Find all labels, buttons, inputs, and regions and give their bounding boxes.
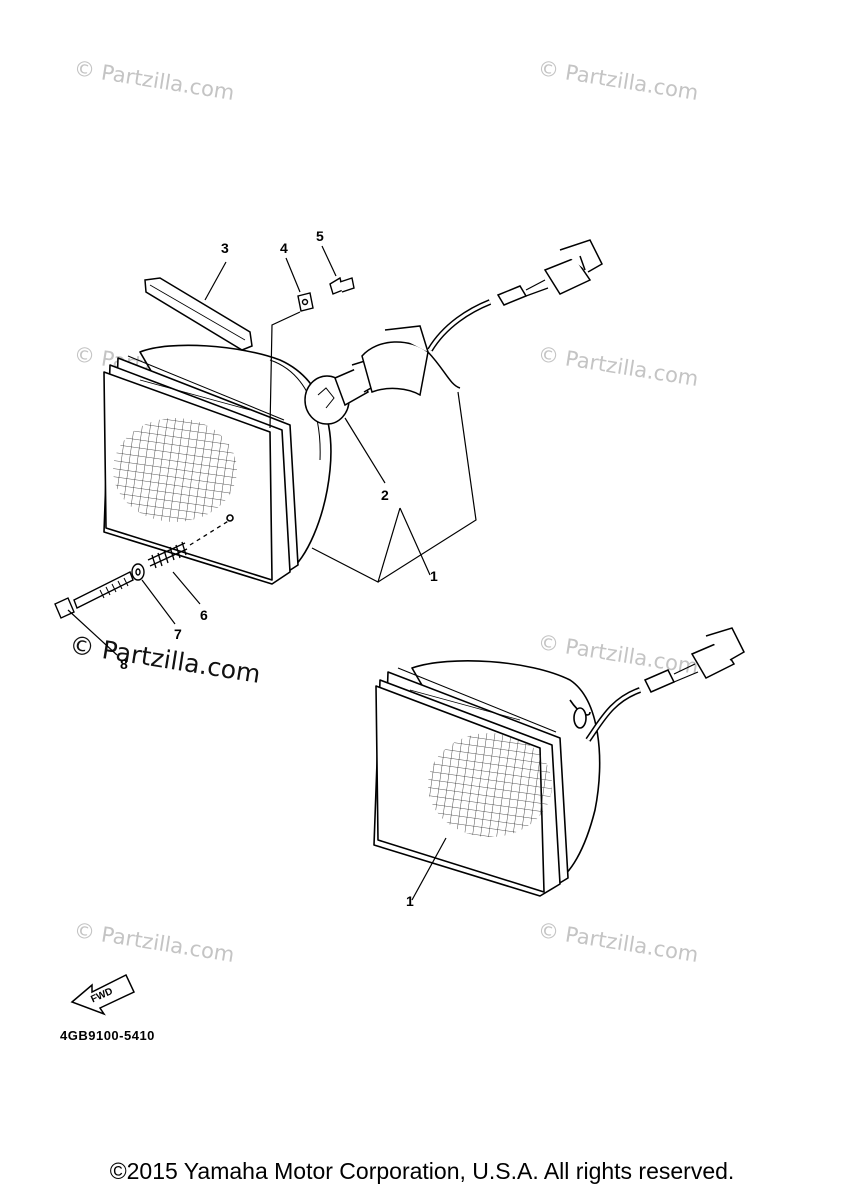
part-7-washer — [131, 563, 145, 581]
callout-2: 2 — [381, 487, 389, 503]
lens-mesh-upper — [113, 418, 237, 522]
leader-lines-upper — [67, 245, 477, 656]
callout-7: 7 — [174, 626, 182, 642]
socket-and-harness-upper — [361, 239, 603, 397]
callout-4: 4 — [280, 240, 288, 256]
headlight-assembly-lower — [373, 660, 601, 897]
callout-8: 8 — [120, 656, 128, 672]
part-3-trim-strip — [144, 277, 253, 351]
part-8-bolt — [54, 571, 134, 619]
part-5-screw — [329, 276, 355, 295]
callout-1-upper: 1 — [430, 568, 438, 584]
headlight-assembly-upper — [103, 344, 332, 585]
part-4-clip-nut — [297, 292, 314, 312]
diagram-code: 4GB9100-5410 — [60, 1028, 155, 1043]
callout-5: 5 — [316, 228, 324, 244]
callout-6: 6 — [200, 607, 208, 623]
harness-lower — [585, 627, 745, 742]
part-6-spring — [147, 519, 231, 569]
lens-mesh-lower — [428, 733, 552, 837]
copyright-notice: ©2015 Yamaha Motor Corporation, U.S.A. A… — [109, 1158, 735, 1184]
leader-line-lower — [411, 837, 447, 901]
callout-3: 3 — [221, 240, 229, 256]
fwd-arrow-icon: FWD — [70, 973, 135, 1016]
callout-1-lower: 1 — [406, 893, 414, 909]
